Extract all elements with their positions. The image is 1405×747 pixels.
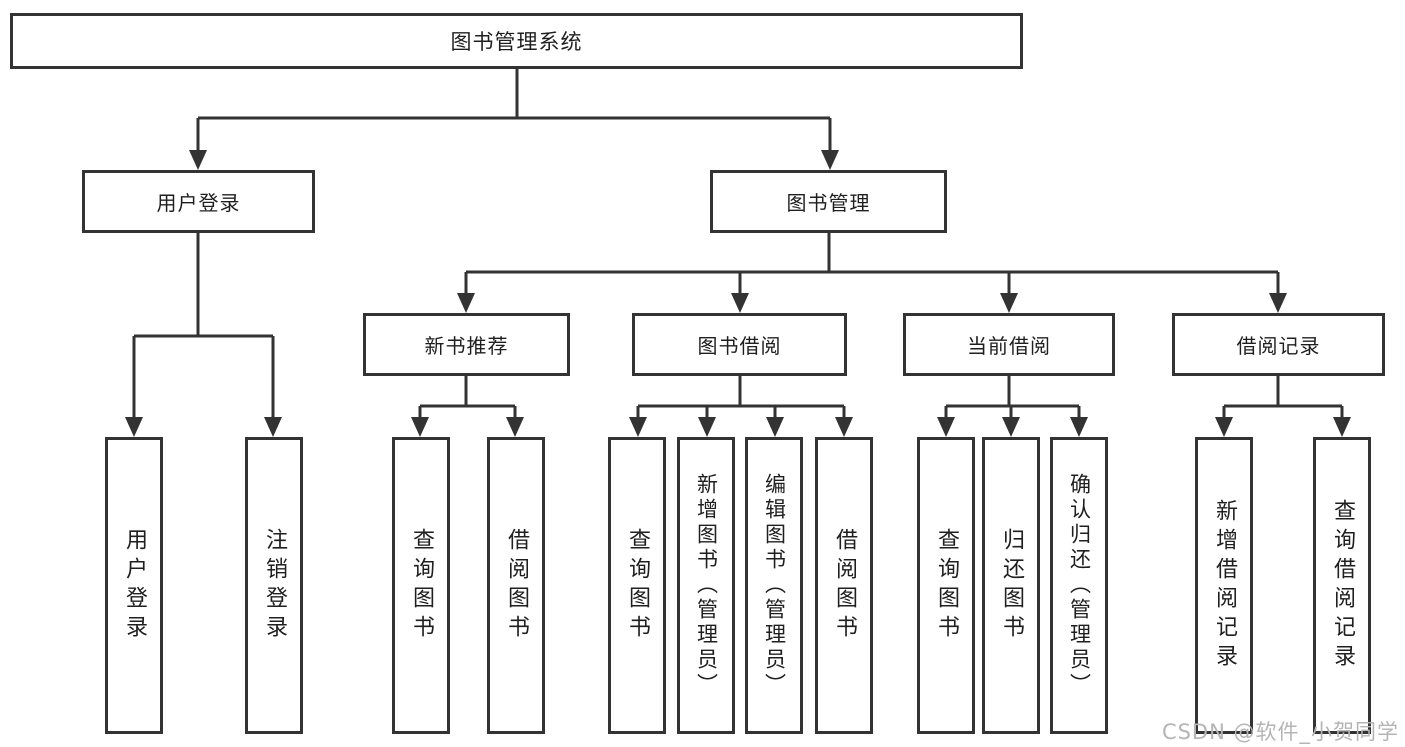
node-label: 图书借阅 xyxy=(697,334,782,358)
node-label: 查询图书 xyxy=(934,527,959,644)
leaf-query-books-current: 查询图书 xyxy=(917,437,975,734)
node-label: 借阅图书 xyxy=(832,527,857,644)
node-label: 新书推荐 xyxy=(424,334,509,358)
node-user-login: 用户登录 xyxy=(82,170,315,233)
node-label: 确认归还（管理员） xyxy=(1067,473,1092,698)
node-label: 归还图书 xyxy=(999,527,1024,644)
leaf-query-books-borrow: 查询图书 xyxy=(608,437,666,734)
node-label: 编辑图书（管理员） xyxy=(762,473,787,698)
leaf-return-books: 归还图书 xyxy=(982,437,1040,734)
node-label: 图书管理系统 xyxy=(450,30,583,54)
leaf-query-borrow-record: 查询借阅记录 xyxy=(1313,437,1371,734)
node-new-book-recommend: 新书推荐 xyxy=(363,313,570,376)
node-label: 查询借阅记录 xyxy=(1330,498,1355,673)
leaf-add-borrow-record: 新增借阅记录 xyxy=(1195,437,1253,734)
node-label: 用户登录 xyxy=(122,527,147,644)
node-library-management-system: 图书管理系统 xyxy=(10,13,1023,69)
leaf-confirm-return-admin: 确认归还（管理员） xyxy=(1050,437,1108,734)
node-label: 当前借阅 xyxy=(967,334,1051,358)
leaf-add-book-admin: 新增图书（管理员） xyxy=(677,437,735,734)
node-label: 新增借阅记录 xyxy=(1212,498,1237,673)
leaf-edit-book-admin: 编辑图书（管理员） xyxy=(745,437,803,734)
node-label: 新增图书（管理员） xyxy=(694,473,719,698)
node-current-borrow: 当前借阅 xyxy=(903,313,1115,376)
node-label: 注销登录 xyxy=(262,527,287,644)
leaf-borrow-books-recommend: 借阅图书 xyxy=(487,437,545,734)
node-book-management: 图书管理 xyxy=(710,170,947,233)
leaf-borrow-books: 借阅图书 xyxy=(815,437,873,734)
node-label: 查询图书 xyxy=(625,527,650,644)
node-label: 借阅记录 xyxy=(1236,334,1321,358)
leaf-query-books-recommend: 查询图书 xyxy=(392,437,450,734)
leaf-logout: 注销登录 xyxy=(245,437,303,734)
node-borrow-records: 借阅记录 xyxy=(1172,313,1385,376)
node-label: 用户登录 xyxy=(156,191,241,215)
node-label: 借阅图书 xyxy=(504,527,529,644)
leaf-user-login: 用户登录 xyxy=(105,437,163,734)
node-book-borrow: 图书借阅 xyxy=(632,313,847,376)
node-label: 查询图书 xyxy=(409,527,434,644)
node-label: 图书管理 xyxy=(786,191,871,215)
